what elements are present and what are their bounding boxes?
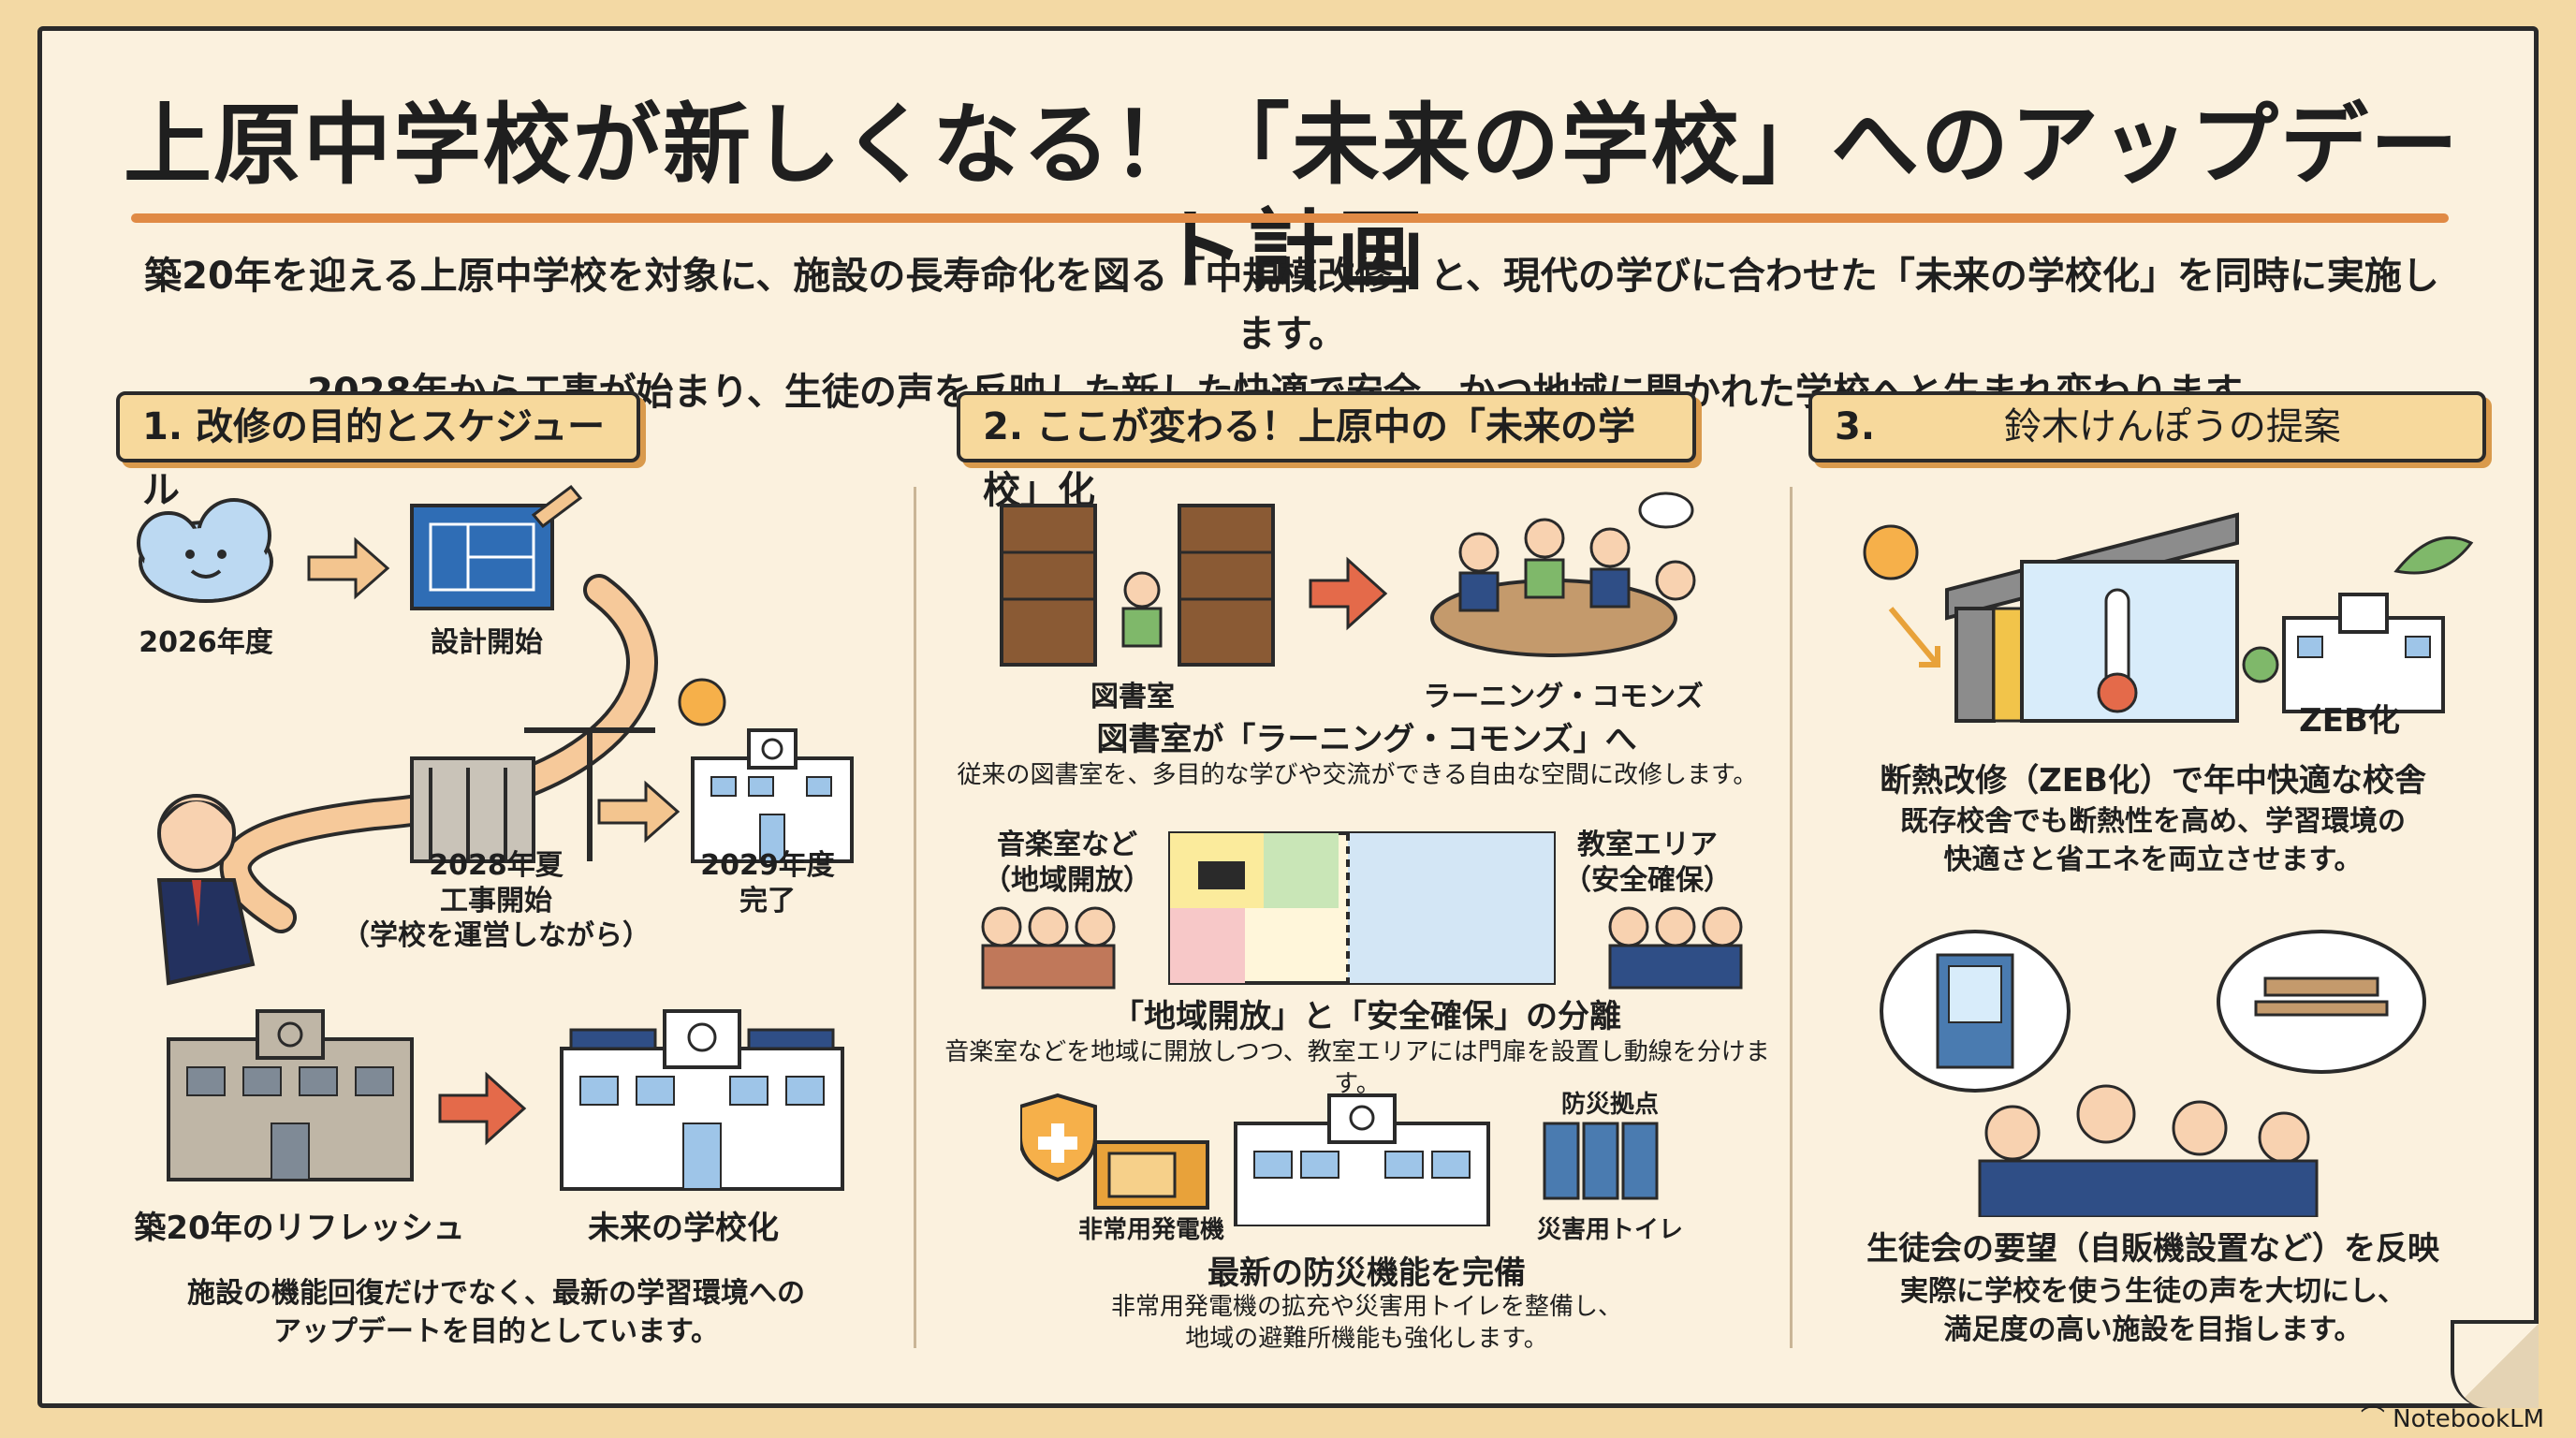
floor-plan-icon — [1168, 831, 1556, 985]
music-label-1: 音楽室など — [997, 829, 1137, 861]
businessman-icon — [156, 794, 256, 986]
construction-icon — [410, 727, 655, 863]
zone-title: 「地域開放」と「安全確保」の分離 — [1112, 998, 1621, 1035]
refresh-illustration — [167, 1009, 844, 1191]
zone-illustration — [981, 831, 1743, 990]
timeline-2028-sub2: （学校を運営しながら） — [342, 919, 651, 952]
section-1-description: 施設の機能回復だけでなく、最新の学習環境への アップデートを目的としています。 — [103, 1275, 889, 1351]
blueprint-icon — [410, 484, 583, 610]
section-2-heading: 2. ここが変わる！上原中の「未来の学校」化 — [957, 391, 1696, 512]
student-council-title: 生徒会の要望（自販機設置など）を反映 — [1866, 1230, 2439, 1268]
toilet-icon — [1543, 1122, 1659, 1200]
insulation-description: 既存校舎でも断熱性を高め、学習環境の 快適さと省エネを両立させます。 — [1816, 803, 2490, 879]
music-room-label: 音楽室など （地域開放） — [973, 828, 1161, 898]
section-1-heading: 1. 改修の目的とスケジュール — [116, 391, 640, 512]
disaster-illustration — [1020, 1093, 1659, 1226]
toilet-label: 災害用トイレ — [1536, 1216, 1683, 1244]
disaster-desc-1: 非常用発電機の拡充や災害用トイレを整備し、 — [1110, 1293, 1622, 1321]
insulation-desc-2: 快適さと省エネを両立させます。 — [1943, 843, 2363, 876]
house-section-icon — [1888, 512, 2239, 723]
section-3-number: 3. — [1835, 405, 1876, 448]
sun-icon — [678, 678, 726, 726]
insulation-title: 断熱改修（ZEB化）で年中快適な校舎 — [1880, 762, 2426, 800]
arrow-icon — [307, 536, 390, 600]
timeline-2029-sub: 完了 — [739, 884, 796, 917]
section-1-desc-1: 施設の機能回復だけでなく、最新の学習環境への — [187, 1277, 805, 1310]
column-divider-2 — [1790, 487, 1793, 1348]
notebooklm-logo-icon: ⌒ — [2360, 1405, 2393, 1433]
zeb-school-icon — [2242, 536, 2474, 713]
insulation-desc-1: 既存校舎でも断熱性を高め、学習環境の — [1900, 805, 2406, 838]
class-label-1: 教室エリア — [1577, 829, 1718, 861]
student-group-icon — [1978, 1084, 2319, 1217]
library-label: 図書室 — [1090, 681, 1175, 713]
section-3-heading: 3. 鈴木けんぽうの提案 — [1808, 391, 2486, 462]
bookshelf-icon — [1000, 504, 1275, 667]
insulation-illustration — [1863, 512, 2474, 723]
class-label-2: （安全確保） — [1563, 863, 1732, 897]
learning-commons-icon — [1430, 492, 1696, 657]
page-curl — [2451, 1320, 2539, 1408]
intro-line-1: 築20年を迎える上原中学校を対象に、施設の長寿命化を図る「中規模改修」と、現代の… — [144, 255, 2439, 356]
disaster-base-label: 防災拠点 — [1560, 1091, 1659, 1119]
timeline-2028: 2028年夏 工事開始 （学校を運営しながら） — [337, 848, 655, 954]
disaster-desc-2: 地域の避難所機能も強化します。 — [1185, 1324, 1548, 1353]
student-desc-2: 満足度の高い施設を目指します。 — [1943, 1313, 2363, 1346]
timeline-2029-title: 2029年度 — [700, 849, 835, 882]
library-title: 図書室が「ラーニング・コモンズ」へ — [1096, 721, 1637, 758]
classroom-area-label: 教室エリア （安全確保） — [1554, 828, 1741, 898]
column-divider-1 — [914, 487, 916, 1348]
title-underline — [131, 213, 2449, 223]
disaster-title: 最新の防災機能を完備 — [1208, 1255, 1526, 1292]
students-icon — [1608, 906, 1743, 990]
future-school-icon — [560, 1009, 844, 1191]
timeline-2028-sub1: 工事開始 — [440, 884, 552, 917]
timeline-2029: 2029年度 完了 — [665, 848, 871, 918]
generator-label: 非常用発電機 — [1077, 1216, 1224, 1244]
arrow-icon — [597, 780, 681, 844]
elderly-people-icon — [981, 906, 1116, 990]
shield-icon — [1020, 1093, 1097, 1182]
library-description: 従来の図書室を、多目的な学びや交流ができる自由な空間に改修します。 — [957, 761, 1758, 789]
student-council-description: 実際に学校を使う生徒の声を大切にし、 満足度の高い施設を目指します。 — [1816, 1273, 2490, 1349]
zone-description: 音楽室などを地域に開放しつつ、教室エリアには門扉を設置し動線を分けます。 — [944, 1038, 1770, 1098]
disaster-description: 非常用発電機の拡充や災害用トイレを整備し、 地域の避難所機能も強化します。 — [1011, 1292, 1722, 1356]
schedule-illustration — [137, 484, 854, 986]
music-label-2: （地域開放） — [983, 863, 1151, 897]
timeline-2028-title: 2028年夏 — [429, 849, 564, 882]
timeline-design: 設計開始 — [431, 626, 543, 659]
student-council-illustration — [1880, 930, 2426, 1217]
future-label: 未来の学校化 — [588, 1210, 779, 1247]
student-desc-1: 実際に学校を使う生徒の声を大切にし、 — [1900, 1275, 2406, 1308]
old-school-icon — [167, 1009, 414, 1181]
brand-watermark: ⌒ NotebookLM — [2361, 1400, 2544, 1434]
timeline-2026: 2026年度 — [139, 626, 273, 659]
vending-machine-bubble — [1880, 930, 2071, 1093]
library-illustration — [1000, 492, 1696, 667]
generator-icon — [1093, 1140, 1209, 1210]
brand-name: NotebookLM — [2393, 1405, 2544, 1433]
shelter-school-icon — [1234, 1093, 1490, 1226]
arrow-icon — [1309, 556, 1388, 631]
section-3-title: 鈴木けんぽうの提案 — [2003, 405, 2341, 448]
refresh-label: 築20年のリフレッシュ — [134, 1210, 465, 1247]
cloud-icon — [137, 498, 273, 603]
section-1-desc-2: アップデートを目的としています。 — [272, 1314, 720, 1348]
sun-icon — [1863, 524, 1919, 580]
zeb-label: ZEB化 — [2299, 702, 2400, 740]
arrow-icon — [438, 1071, 527, 1146]
bench-bubble — [2217, 930, 2426, 1074]
school-icon — [691, 728, 854, 863]
commons-label: ラーニング・コモンズ — [1423, 681, 1704, 713]
